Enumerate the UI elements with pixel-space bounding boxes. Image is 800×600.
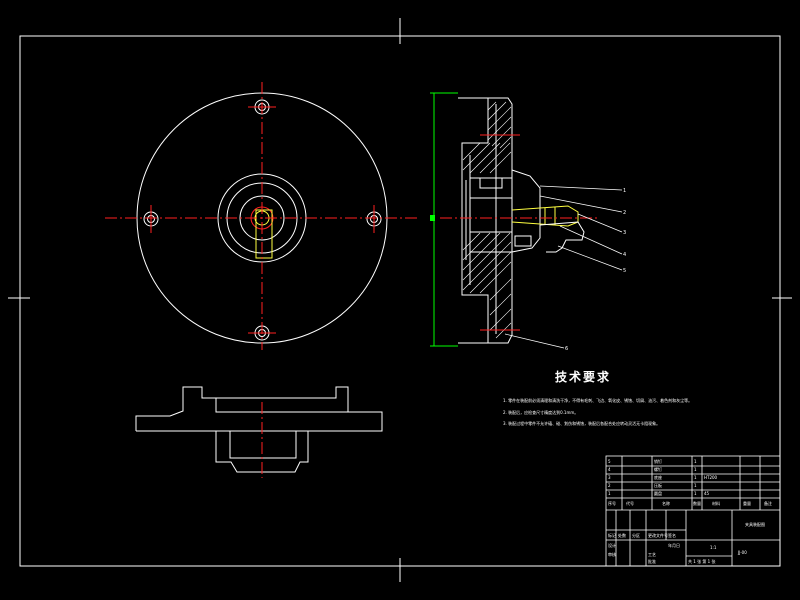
bom-qty: 1: [694, 459, 697, 464]
front-view: [135, 386, 383, 478]
tb-label-design: 设计: [608, 543, 616, 548]
bom-name: 底座: [654, 475, 662, 480]
bom-header-weight: 重量: [743, 501, 751, 506]
tb-label-approve: 批准: [648, 559, 656, 564]
bom-qty: 1: [694, 467, 697, 472]
tb-label-process: 工艺: [648, 552, 656, 557]
drawing-number: JJ-00: [738, 550, 747, 555]
balloon-6: 6: [565, 346, 568, 352]
drawing-scale: 1:1: [710, 545, 717, 550]
bom-material: HT200: [704, 475, 718, 480]
bom-header-qty: 数量: [693, 501, 701, 506]
bom-qty: 1: [694, 491, 697, 496]
tb-label-mark: 标记: [608, 533, 616, 538]
bom-no: 3: [608, 475, 611, 480]
balloon-3: 3: [623, 230, 626, 236]
title-block-grid: [605, 455, 781, 567]
note-1: 1. 零件在装配前必须清理和清洗干净，不得有毛刺、飞边、氧化皮、锈蚀、切屑、油污…: [503, 398, 693, 403]
bom-qty: 1: [694, 483, 697, 488]
outer-frame: [19, 35, 781, 567]
bom-no: 2: [608, 483, 611, 488]
balloons: 1 2 3 4 5 6: [565, 188, 626, 352]
bom-header-material: 材料: [712, 501, 720, 506]
balloon-2: 2: [623, 210, 626, 216]
bom-name: 销钉: [654, 459, 662, 464]
balloon-5: 5: [623, 268, 626, 274]
tb-label-change: 更改文件号: [648, 533, 668, 538]
bom-header-name: 名称: [662, 501, 670, 506]
tb-label-count: 处数: [618, 533, 626, 538]
bom-no: 1: [608, 491, 611, 496]
plan-view: [105, 82, 420, 350]
bom-header-note: 备注: [764, 501, 772, 506]
bom-name: 螺钉: [654, 467, 662, 472]
section-view: [430, 92, 623, 349]
tech-requirements-title: 技术要求: [555, 370, 612, 384]
note-3: 3. 装配过程中零件不允许磕、碰、划伤和锈蚀，装配后各配合处应转动灵活无卡阻现象…: [503, 421, 661, 426]
bom-no: 4: [608, 467, 611, 472]
tb-label-zone: 分区: [632, 533, 640, 538]
bom-name: 压板: [654, 483, 662, 488]
drawing-name: 夹具装配图: [745, 522, 765, 527]
bom-material: 45: [704, 491, 710, 496]
bom-no: 5: [608, 459, 611, 464]
balloon-1: 1: [623, 188, 626, 194]
drawing-sheet: 共 1 张 第 1 张: [688, 559, 716, 564]
bom-header-no: 序号: [608, 501, 616, 506]
tb-label-review: 审核: [608, 552, 616, 557]
bom-header-code: 代号: [626, 501, 634, 506]
balloon-4: 4: [623, 252, 626, 258]
note-2: 2. 装配后，应检查尺寸精度达到0.1mm。: [503, 410, 579, 415]
bom-qty: 1: [694, 475, 697, 480]
bom-name: 圆盘: [654, 491, 662, 496]
tb-label-sign: 签名: [668, 533, 676, 538]
tb-label-date: 年月日: [668, 543, 680, 548]
